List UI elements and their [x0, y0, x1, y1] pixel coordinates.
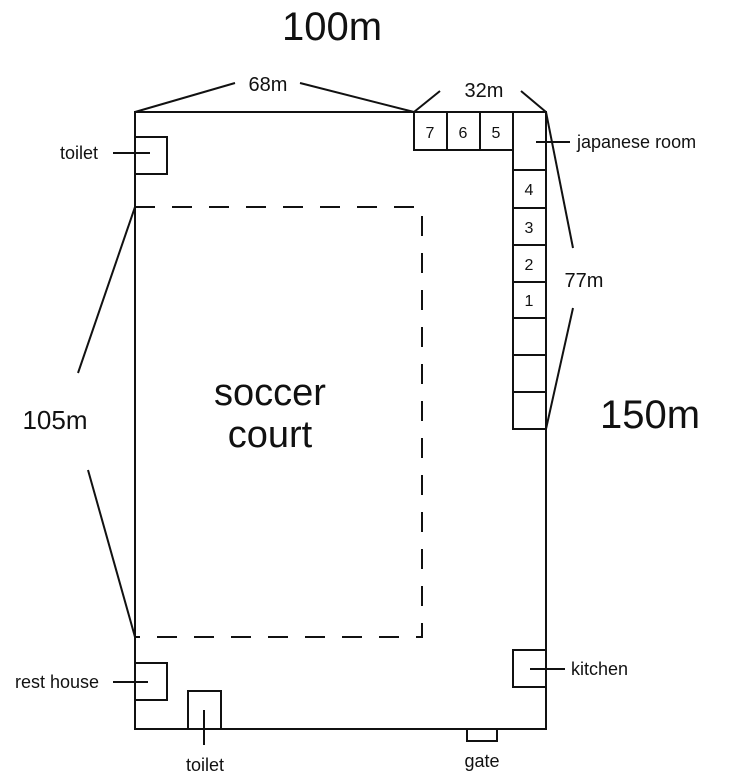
room-3-label: 3 [525, 220, 534, 237]
room-6 [446, 111, 481, 151]
room-unnumbered [512, 391, 547, 430]
dim-68m-left [134, 82, 236, 113]
total-height-label: 150m [600, 393, 700, 437]
room-3 [512, 207, 547, 246]
side-rooms: 4 3 2 1 [512, 169, 547, 430]
room-4-label: 4 [525, 182, 534, 199]
soccer-court-label-1: soccer [214, 372, 326, 414]
room-5-label: 5 [492, 125, 501, 142]
japanese-room-label: japanese room [576, 132, 696, 152]
gate [466, 728, 498, 742]
dim-77m-top [545, 111, 574, 249]
rest-house-label: rest house [15, 672, 99, 692]
rooms-length-label: 77m [565, 270, 604, 292]
total-width-label: 100m [282, 5, 382, 49]
room-unnumbered [512, 317, 547, 356]
dimension-lines [77, 82, 574, 638]
room-2-label: 2 [525, 257, 534, 274]
room-7-label: 7 [426, 125, 435, 142]
room-1-label: 1 [525, 293, 534, 310]
room-unnumbered [512, 354, 547, 393]
right-width-label: 32m [465, 80, 504, 102]
left-width-label: 68m [249, 74, 288, 96]
toilet-bottom-label: toilet [186, 755, 224, 775]
dim-32m-left [413, 90, 441, 113]
dim-68m-right [299, 82, 415, 113]
gate-label: gate [464, 751, 499, 771]
dim-77m-bottom [545, 307, 574, 430]
room-6-label: 6 [459, 125, 468, 142]
dim-105m-bottom [87, 469, 136, 638]
top-rooms: 7 6 5 [413, 111, 514, 151]
soccer-court-area [134, 206, 423, 638]
soccer-court-label-2: court [228, 414, 313, 456]
court-length-label: 105m [22, 405, 87, 435]
room-2 [512, 244, 547, 283]
kitchen-label: kitchen [571, 659, 628, 679]
dim-105m-top [77, 206, 136, 374]
dim-32m-right [520, 90, 547, 113]
toilet-top-label: toilet [60, 143, 98, 163]
toilet-top [134, 136, 168, 175]
